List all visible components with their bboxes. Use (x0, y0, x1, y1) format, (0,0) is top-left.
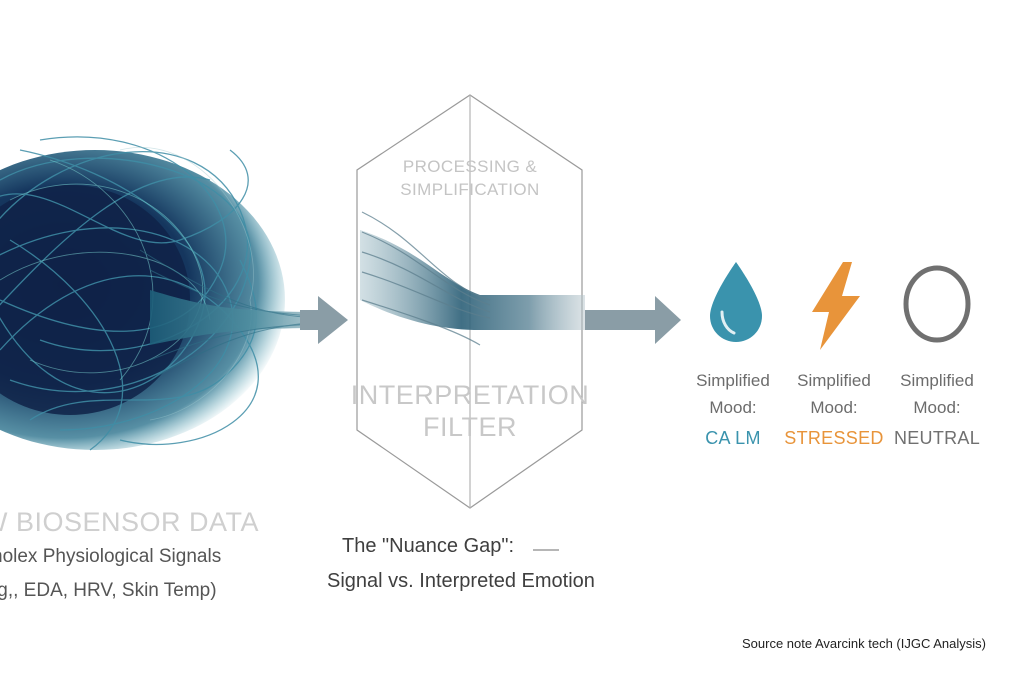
mood-calm: Simplified Mood: CA LM (678, 367, 788, 449)
raw-signal-tangle (0, 136, 285, 451)
mood-label-line1: Simplified (900, 371, 974, 390)
mood-value-calm: CA LM (705, 428, 761, 448)
mood-label-line1: Simplified (696, 371, 770, 390)
circle-icon (903, 265, 971, 343)
nuance-gap-dash (533, 549, 559, 551)
mood-label-line1: Simplified (797, 371, 871, 390)
raw-biosensor-title: W BIOSENSOR DATA (0, 507, 260, 537)
filter-heading-line2: SIMPLIFICATION (400, 180, 540, 199)
water-drop-highlight (720, 310, 736, 335)
filter-flow (360, 211, 585, 346)
mood-label-line2: Mood: (709, 398, 757, 417)
nuance-gap-label: The "Nuance Gap": (342, 535, 515, 557)
raw-biosensor-subtitle-line2: .g,, EDA, HRV, Skin Temp) (0, 580, 217, 601)
raw-biosensor-subtitle-line1: nolex Physiological Signals (0, 546, 222, 567)
mood-neutral: Simplified Mood: NEUTRAL (882, 367, 992, 449)
source-note: Source note Avarcink tech (IJGC Analysis… (742, 636, 986, 651)
nuance-gap-description: Signal vs. Interpreted Emotion (327, 570, 595, 592)
mood-value-stressed: STRESSED (784, 428, 884, 448)
mood-stressed: Simplified Mood: STRESSED (779, 367, 889, 449)
filter-title-line1: INTERPRETATION (350, 380, 590, 410)
mood-value-neutral: NEUTRAL (893, 428, 981, 448)
mood-label-line2: Mood: (913, 398, 961, 417)
water-drop-icon (710, 262, 762, 342)
filter-heading-line1: PROCESSING & (402, 157, 538, 176)
lightning-bolt-icon (812, 262, 860, 350)
signal-stream (139, 249, 321, 381)
input-arrow-icon (300, 296, 348, 344)
output-arrow-icon (585, 296, 681, 344)
mood-label-line2: Mood: (810, 398, 858, 417)
filter-title-line2: FILTER (422, 412, 518, 442)
